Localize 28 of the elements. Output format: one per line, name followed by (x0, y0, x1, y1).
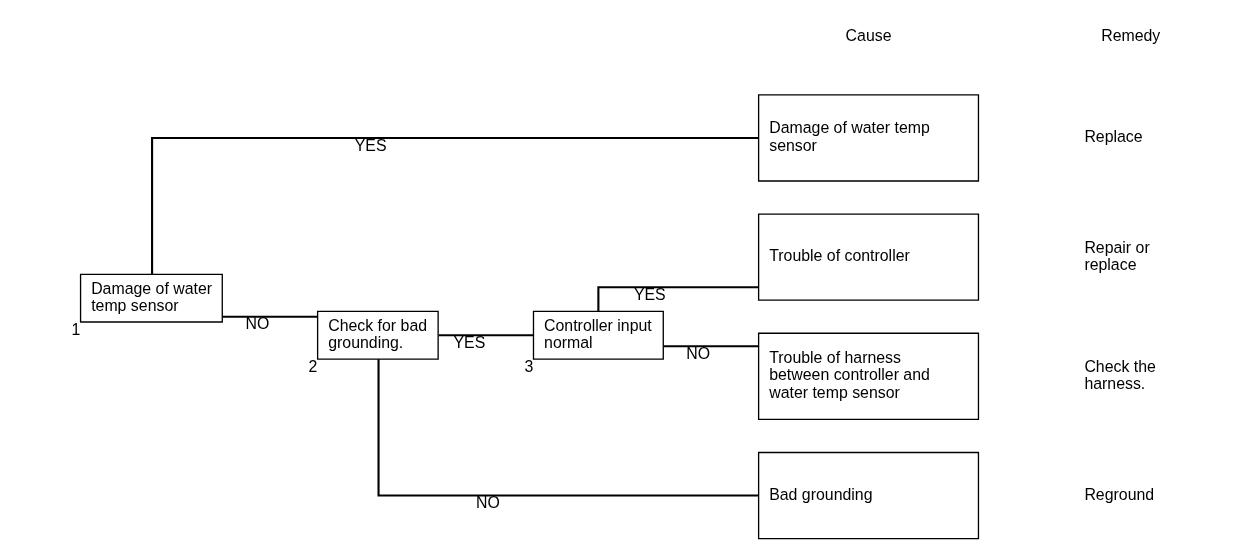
node-box: Bad grounding (757, 451, 980, 540)
edge-label: YES (354, 136, 387, 154)
node-label: 2 (308, 357, 318, 375)
label: Check the harness. (1084, 357, 1156, 393)
edge-label: YES (633, 285, 666, 303)
node-label: 3 (524, 357, 534, 375)
label: Remedy (1101, 27, 1161, 45)
edge-label: YES (453, 333, 486, 351)
connector (222, 315, 318, 318)
node-box: Trouble of harness between controller and water temp sensor (757, 332, 980, 421)
node-label: 1 (71, 320, 81, 338)
connector (597, 286, 759, 312)
edge-label: NO (245, 315, 270, 333)
label: Replace (1084, 128, 1143, 146)
label: Reground (1084, 485, 1155, 503)
edge-label: NO (475, 494, 500, 512)
connector (438, 334, 534, 337)
connector (151, 136, 759, 275)
connector (377, 359, 759, 497)
label: Repair or replace (1084, 238, 1150, 273)
node-box: Damage of water temp sensor (79, 273, 223, 323)
node-box: Trouble of controller (757, 213, 980, 301)
label: Cause (845, 27, 892, 45)
node-box: Check for bad grounding. (316, 310, 439, 360)
edge-label: NO (686, 344, 711, 362)
node-box: Damage of water temp sensor (757, 94, 980, 182)
node-box: Controller input normal (532, 310, 664, 360)
connector (663, 345, 759, 348)
